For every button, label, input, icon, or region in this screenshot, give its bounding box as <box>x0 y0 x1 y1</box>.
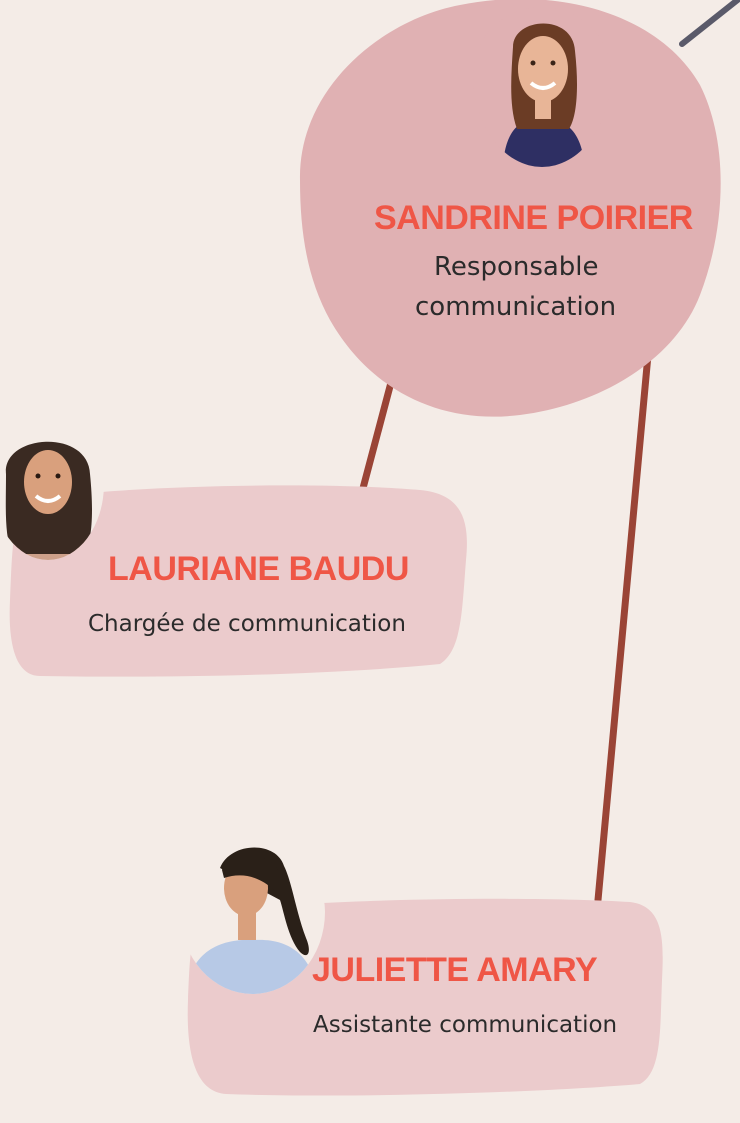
juliette-avatar <box>180 842 325 994</box>
lauriane-name: LAURIANE BAUDU <box>108 550 409 588</box>
juliette-role: Assistante communication <box>313 1012 618 1038</box>
connector-sandrine-juliette <box>594 351 652 904</box>
sandrine-avatar <box>473 7 611 167</box>
juliette-name: JULIETTE AMARY <box>312 951 598 989</box>
lauriane-role: Chargée de communication <box>88 611 406 637</box>
top-connector-line <box>679 0 740 47</box>
sandrine-role-line1: Responsable <box>434 252 599 282</box>
lauriane-card <box>9 485 467 677</box>
person-photo-icon <box>0 424 104 560</box>
person-photo-icon <box>180 842 325 994</box>
sandrine-bubble <box>299 0 721 417</box>
sandrine-role-line2: communication <box>415 292 617 322</box>
connector-sandrine-lauriane <box>358 371 397 496</box>
person-photo-icon <box>473 7 611 167</box>
sandrine-name: SANDRINE POIRIER <box>374 199 693 237</box>
lauriane-avatar <box>0 424 104 560</box>
